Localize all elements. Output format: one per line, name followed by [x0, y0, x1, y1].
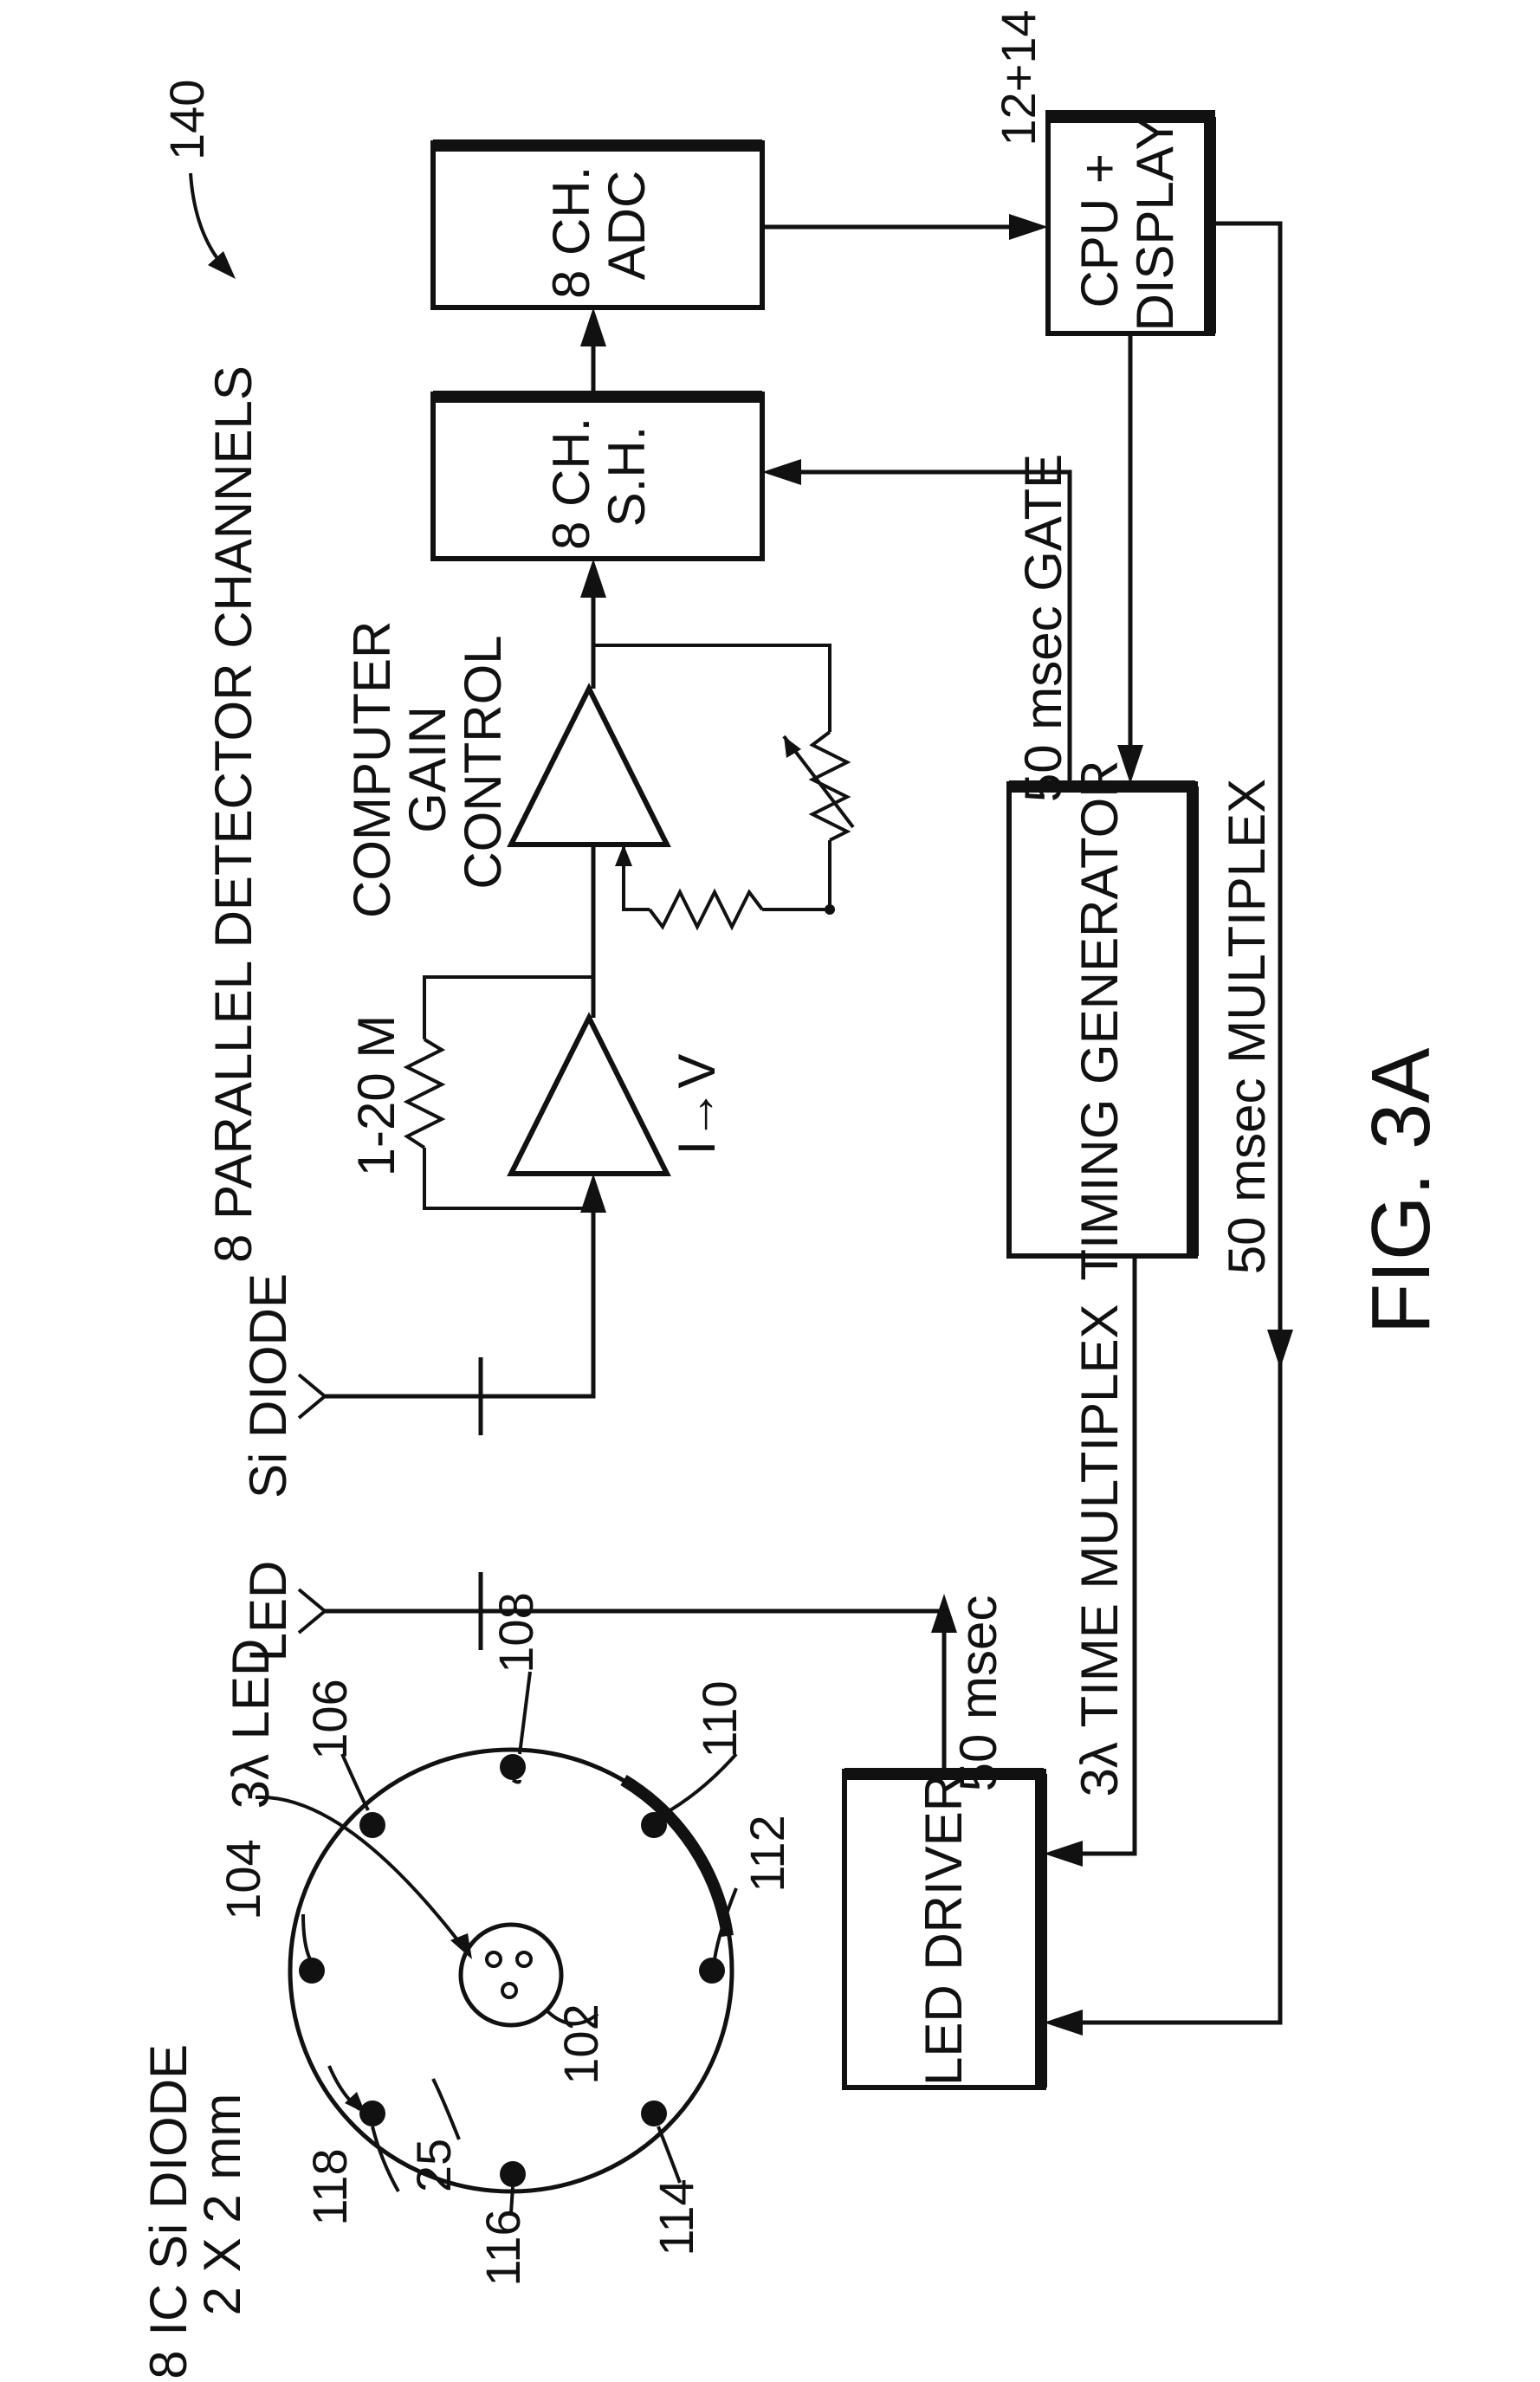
ref-106: 106 [302, 1679, 357, 1759]
diode-106 [359, 1812, 385, 1838]
ref-116: 116 [476, 2209, 530, 2286]
diode-104 [299, 1958, 325, 1984]
cpu-ref-label: 12+14 [991, 10, 1045, 146]
three-lambda-led-label: 3λ LED [222, 1639, 280, 1809]
figure-label: FIG. 3A [1355, 1048, 1447, 1335]
ref-140: 140 [159, 80, 214, 160]
led-driver-label: LED DRIVER [915, 1774, 973, 2086]
ref-110: 110 [692, 1680, 747, 1757]
ref-108: 108 [489, 1592, 543, 1673]
ref-114: 114 [649, 2178, 703, 2256]
cpu-display-block: CPU + DISPLAY [1048, 113, 1213, 333]
svg-text:8 IC Si DIODE 2 X 2 mm: 8 IC Si DIODE 2 X 2 mm [139, 2029, 251, 2379]
msec-label: 50 msec [949, 1596, 1007, 1792]
ref-140-arrow [191, 173, 236, 279]
diode-108 [500, 1754, 526, 1780]
si-diode-label: Si DIODE [239, 1273, 297, 1498]
ref-104: 104 [216, 1839, 270, 1919]
ref-25: 25 [406, 2139, 461, 2192]
si-diode-symbol [299, 1357, 481, 1435]
sh-line-1: 8 CH. [542, 417, 600, 550]
diode-118 [359, 2100, 385, 2126]
adc-line-2: ADC [598, 171, 656, 281]
diagram-title: 8 PARALLEL DETECTOR CHANNELS [204, 366, 262, 1263]
ref-102: 102 [553, 2003, 608, 2084]
timing-generator-label: TIMING GENERATOR [1071, 760, 1129, 1280]
diode-110 [641, 1812, 667, 1838]
led-symbol [299, 1572, 481, 1650]
multiplex-label: 50 msec MULTIPLEX [1218, 779, 1276, 1274]
diode-label-line-2: 2 X 2 mm [193, 2094, 251, 2316]
timing-generator-block: TIMING GENERATOR [1009, 760, 1195, 1280]
led-driver-block: LED DRIVER [844, 1771, 1044, 2087]
gain-amplifier [511, 689, 667, 845]
cpu-line-2: DISPLAY [1126, 116, 1184, 332]
svg-text:8 CH. ADC: 8 CH. ADC [542, 152, 656, 299]
adc-line-1: 8 CH. [542, 166, 600, 299]
svg-text:COMPUTER GAIN CONT: COMPUTER GAIN CONTROL [343, 606, 512, 918]
iv-label: I→V [668, 1054, 726, 1155]
sample-hold-block: 8 CH. S.H. [433, 394, 762, 559]
iv-amplifier [511, 1018, 667, 1174]
diode-112 [699, 1958, 725, 1984]
resistor-label: 1-20 M [347, 1015, 405, 1177]
diode-label-line-1: 8 IC Si DIODE [139, 2044, 197, 2379]
ref-118: 118 [302, 2148, 357, 2225]
sh-line-2: S.H. [598, 426, 656, 528]
gain-control-line-2: GAIN [398, 706, 456, 833]
gate-label: 50 msec GATE [1014, 454, 1072, 802]
time-multiplex-label: 3λ TIME MULTIPLEX [1071, 1304, 1129, 1796]
ref-112: 112 [740, 1815, 794, 1892]
gain-control-line-3: CONTROL [454, 635, 512, 889]
adc-block: 8 CH. ADC [433, 143, 762, 307]
diode-116 [500, 2161, 526, 2187]
diode-114 [641, 2100, 667, 2126]
svg-text:CPU + DISPLAY: CPU + DISPLAY [1071, 116, 1184, 332]
cpu-line-1: CPU + [1071, 153, 1129, 307]
gain-control-line-1: COMPUTER [343, 621, 401, 918]
